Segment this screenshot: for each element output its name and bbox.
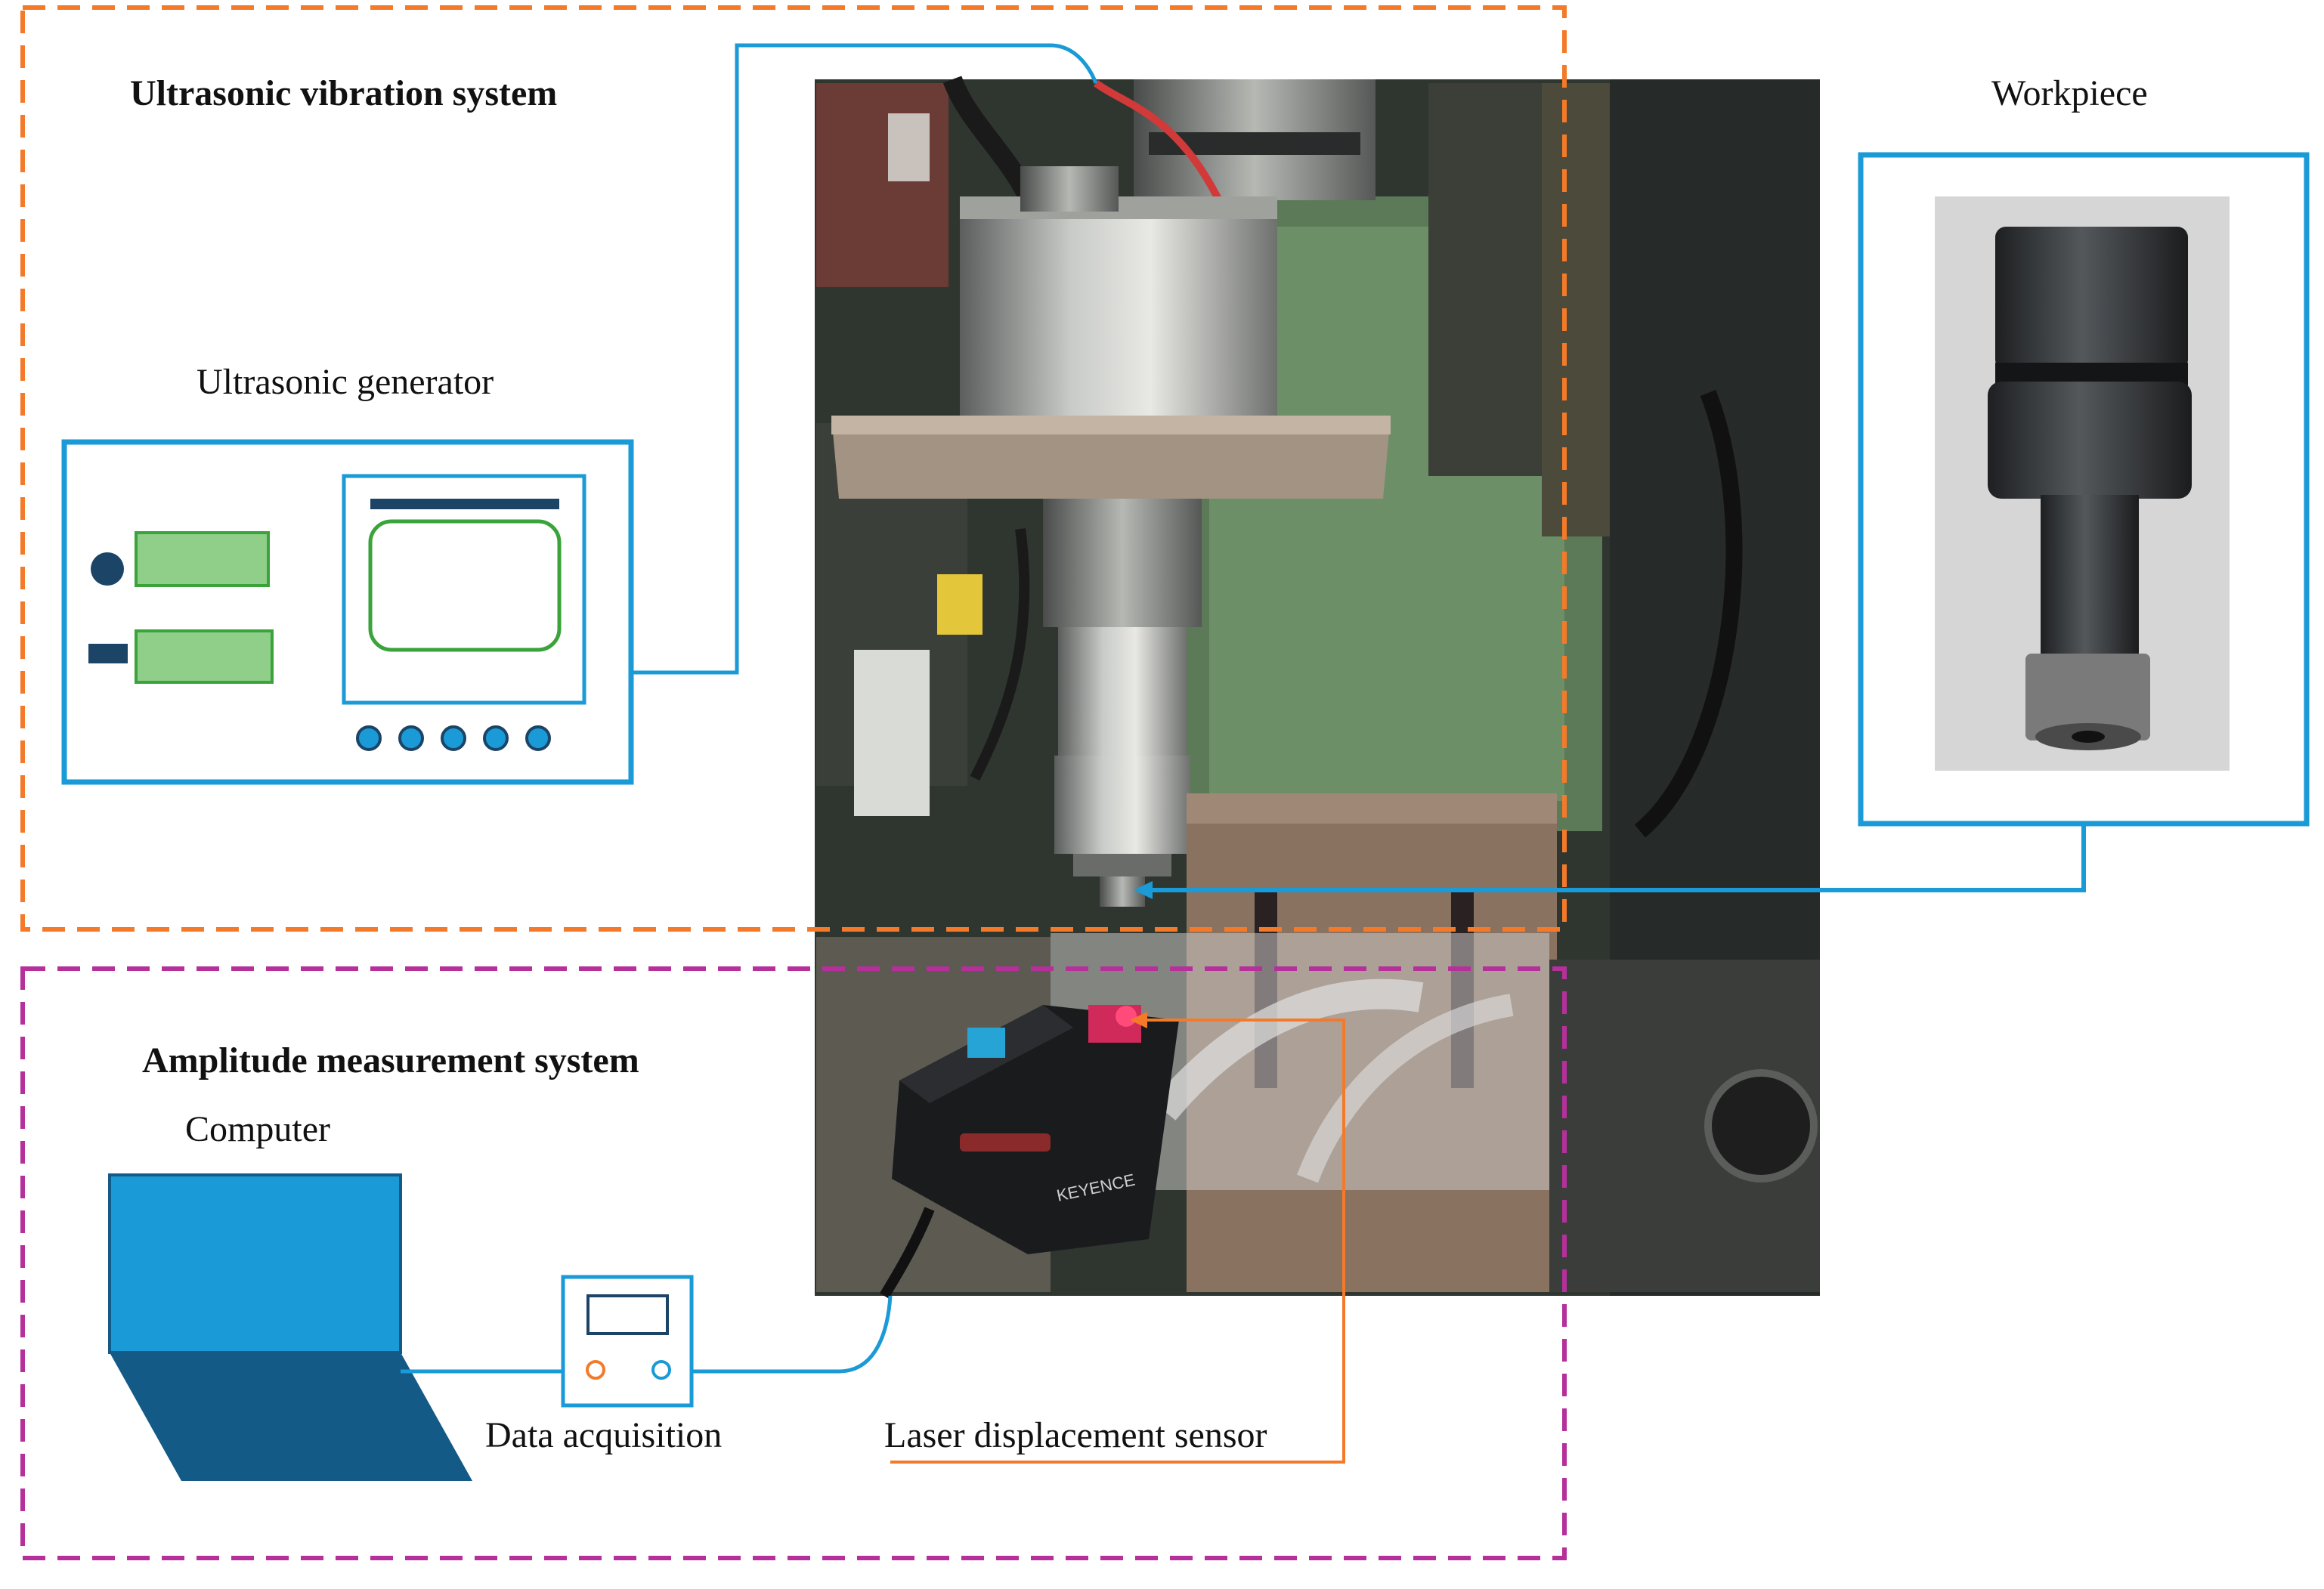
laser-sensor-label: Laser displacement sensor	[884, 1415, 1267, 1455]
generator-cable	[633, 43, 1098, 675]
laptop-icon	[108, 1173, 472, 1481]
amplitude-system-boundary	[20, 966, 1567, 1560]
workpiece-connector	[1141, 824, 2086, 892]
laser-sensor-pointer	[890, 1019, 1345, 1464]
workpiece-label: Workpiece	[1991, 73, 2148, 113]
ultrasonic-generator-icon	[61, 439, 634, 785]
ultrasonic-system-boundary	[20, 5, 1567, 932]
data-acquisition-icon	[561, 1275, 694, 1408]
amplitude-system-title: Amplitude measurement system	[142, 1040, 639, 1080]
ultrasonic-generator-label: Ultrasonic generator	[197, 362, 494, 402]
data-acquisition-label: Data acquisition	[485, 1415, 723, 1455]
computer-label: Computer	[185, 1109, 330, 1149]
ultrasonic-system-title: Ultrasonic vibration system	[130, 73, 558, 113]
machine-photo: KEYENCE	[815, 76, 1820, 1299]
workpiece-inset	[1858, 152, 2310, 827]
daq-sensor-cable	[692, 1295, 893, 1374]
